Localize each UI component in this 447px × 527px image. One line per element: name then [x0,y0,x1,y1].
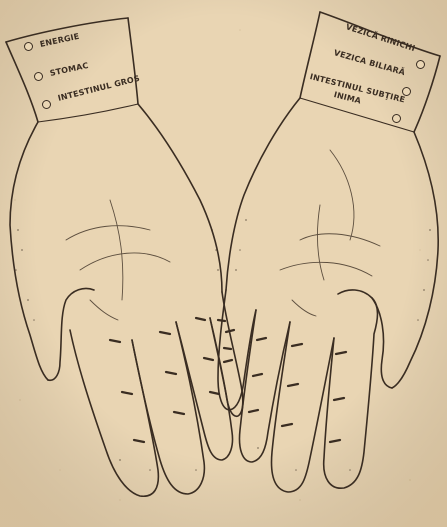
point-intestinul-gros-marker [42,100,51,109]
point-stomac-marker [34,72,43,81]
point-intestinul-subtire-inima-marker [392,114,401,123]
point-vezica-rinichi-marker [416,60,425,69]
left-hand [6,18,243,496]
point-energie-marker [24,42,33,51]
